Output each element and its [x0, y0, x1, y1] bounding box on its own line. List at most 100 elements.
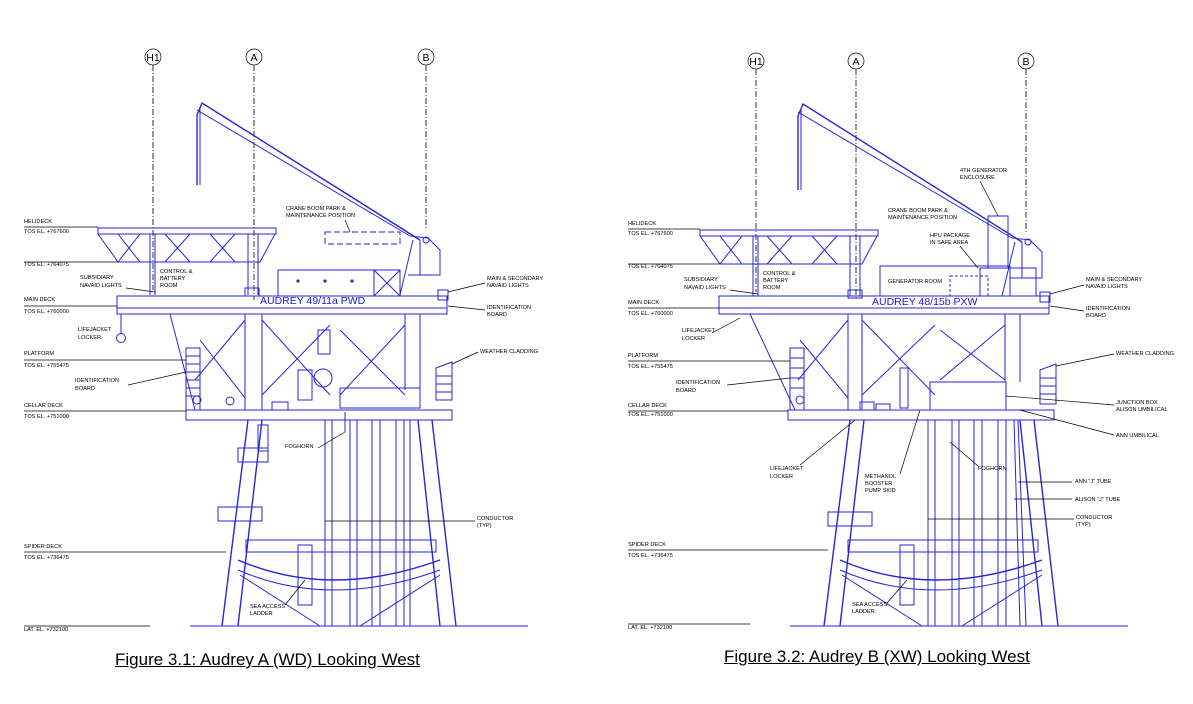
- label-sea-access-1: SEA ACCESS: [250, 604, 285, 610]
- figure-audrey-a: H1 A B: [24, 48, 543, 669]
- lifejacket-ring: [116, 333, 126, 343]
- label-foghorn: FOGHORN: [978, 466, 1007, 472]
- label-main-nav-1: MAIN & SECONDARY: [487, 276, 543, 282]
- label-cellar-deck-tos: TOS EL. +751000: [24, 414, 69, 420]
- drawing-audrey-b: H1 A B AUDREY 48/15b PXW: [628, 52, 1174, 631]
- label-junction-2: ALISON UMBILICAL: [1116, 407, 1168, 413]
- label-helideck-tos: TOS EL. +767600: [24, 229, 69, 235]
- label-conductor-1: CONDUCTOR: [477, 516, 513, 522]
- grid-tag-a: A: [852, 56, 859, 68]
- label-ident-board-r2: BOARD: [487, 312, 507, 318]
- lower-jacket: [790, 419, 1128, 627]
- label-lifejacket-1: LIFEJACKET: [78, 327, 112, 333]
- label-main-nav-1: MAIN & SECONDARY: [1086, 277, 1142, 283]
- figure-caption: Figure 3.2: Audrey B (XW) Looking West: [724, 647, 1030, 666]
- grid-tag-b: B: [422, 52, 429, 64]
- label-helideck: HELIDECK: [628, 221, 656, 227]
- helideck: [699, 229, 879, 299]
- elevation-labels: HELIDECK TOS EL. +767600 TOS EL. +764075…: [628, 221, 828, 631]
- label-sea-access-1: SEA ACCESS: [852, 602, 887, 608]
- weather-cladding: [435, 361, 453, 401]
- label-weather: WEATHER CLADDING: [480, 349, 538, 355]
- grid-axes: H1 A B: [747, 52, 1035, 300]
- label-helideck-tos: TOS EL. +767600: [628, 231, 673, 237]
- label-conductor-1: CONDUCTOR: [1076, 515, 1112, 521]
- elevation-labels: HELIDECK TOS EL. +767600 TOS EL. +764075…: [24, 219, 226, 633]
- label-methanol-3: PUMP SKID: [865, 488, 896, 494]
- label-ident-board-r2: BOARD: [1086, 313, 1106, 319]
- figure-audrey-b: H1 A B AUDREY 48/15b PXW: [600, 0, 1193, 704]
- label-subsidiary-1: SUBSIDIARY: [684, 277, 718, 283]
- label-spider-deck-tos: TOS EL. +736475: [24, 555, 69, 561]
- label-methanol-2: BOOSTER: [865, 481, 892, 487]
- label-ident-board-r1: IDENTIFICATION: [487, 305, 531, 311]
- label-lifejacket-2: LOCKER: [682, 336, 705, 342]
- label-alison-j: ALISON "J" TUBE: [1075, 497, 1120, 503]
- label-main-deck: MAIN DECK: [24, 297, 55, 303]
- platform-name: AUDREY 48/15b PXW: [872, 296, 978, 308]
- label-hpu-2: IN SAFE AREA: [930, 240, 969, 246]
- cellar-deck: [787, 409, 1055, 421]
- grid-tag-a: A: [250, 52, 257, 64]
- label-junction-1: JUNCTION BOX: [1116, 400, 1158, 406]
- label-sea-access-2: LADDER: [852, 609, 875, 615]
- label-ident-board-l2: BOARD: [75, 386, 95, 392]
- weather-cladding: [1039, 363, 1057, 405]
- label-lat: LAT. EL. +732100: [628, 625, 672, 631]
- lower-jacket: [190, 412, 528, 627]
- label-helideck: HELIDECK: [24, 219, 52, 225]
- label-platform: PLATFORM: [24, 351, 54, 357]
- label-main-nav-2: NAVAID LIGHTS: [1086, 284, 1128, 290]
- label-gen4-1: 4TH GENERATOR: [960, 168, 1007, 174]
- drawing-audrey-a: H1 A B: [24, 48, 543, 633]
- label-main-deck-tos: TOS EL. +760000: [628, 311, 673, 317]
- label-weather: WEATHER CLADDING: [1116, 351, 1174, 357]
- label-main-nav-2: NAVAID LIGHTS: [487, 283, 529, 289]
- callouts: 4TH GENERATOR ENCLOSURE CRANE BOOM PARK …: [676, 168, 1174, 615]
- label-platform: PLATFORM: [628, 353, 658, 359]
- label-spider-deck: SPIDER DECK: [24, 544, 62, 550]
- label-upper-tos: TOS EL. +764075: [628, 264, 673, 270]
- main-deck: AUDREY 49/11a PWD: [116, 289, 449, 315]
- label-conductor-2: (TYP): [1076, 522, 1091, 528]
- label-crane-1: CRANE BOOM PARK &: [286, 206, 346, 212]
- label-subsidiary-1: SUBSIDIARY: [80, 275, 114, 281]
- label-conductor-2: (TYP): [477, 523, 492, 529]
- label-ann-j: ANN "J" TUBE: [1075, 479, 1112, 485]
- label-ident-board-l1: IDENTIFICATION: [676, 380, 720, 386]
- label-control-2: BATTERY: [763, 278, 789, 284]
- main-deck: AUDREY 48/15b PXW: [718, 291, 1051, 315]
- label-control-2: BATTERY: [160, 276, 186, 282]
- label-control-1: CONTROL &: [763, 271, 796, 277]
- label-subsidiary-2: NAVAID LIGHTS: [80, 283, 122, 289]
- grid-tag-b: B: [1022, 56, 1029, 68]
- label-main-deck: MAIN DECK: [628, 300, 659, 306]
- label-gen4-2: ENCLOSURE: [960, 175, 995, 181]
- upper-jacket: [169, 313, 421, 411]
- label-cellar-deck: CELLAR DECK: [24, 403, 63, 409]
- crane: [797, 102, 1043, 297]
- label-cellar-deck-tos: TOS EL. +751000: [628, 412, 673, 418]
- label-control-3: ROOM: [160, 283, 178, 289]
- platform-name: AUDREY 49/11a PWD: [260, 295, 366, 307]
- label-spider-deck-tos: TOS EL. +736475: [628, 553, 673, 559]
- main-deck-module: [277, 269, 401, 297]
- label-lifejacket-1: LIFEJACKET: [682, 328, 716, 334]
- label-lifejacket-2: LOCKER: [78, 335, 101, 341]
- label-platform-tos: TOS EL. +755475: [24, 363, 69, 369]
- label-ident-board-r1: IDENTIFICATION: [1086, 306, 1130, 312]
- upper-jacket: [749, 313, 1021, 411]
- figure-caption: Figure 3.1: Audrey A (WD) Looking West: [115, 650, 420, 669]
- label-cellar-deck: CELLAR DECK: [628, 403, 667, 409]
- label-crane-1: CRANE BOOM PARK &: [888, 208, 948, 214]
- label-spider-deck: SPIDER DECK: [628, 542, 666, 548]
- grid-axes: H1 A B: [144, 48, 435, 300]
- callouts: CRANE BOOM PARK & MAINTENANCE POSITION C…: [75, 206, 543, 617]
- label-crane-2: MAINTENANCE POSITION: [888, 215, 957, 221]
- label-platform-tos: TOS EL. +755475: [628, 364, 673, 370]
- helideck: [97, 227, 277, 297]
- label-hpu-1: HPU PACKAGE: [930, 233, 970, 239]
- cellar-deck: [185, 409, 453, 421]
- label-control-1: CONTROL &: [160, 269, 193, 275]
- label-ident-board-l1: IDENTIFICATION: [75, 378, 119, 384]
